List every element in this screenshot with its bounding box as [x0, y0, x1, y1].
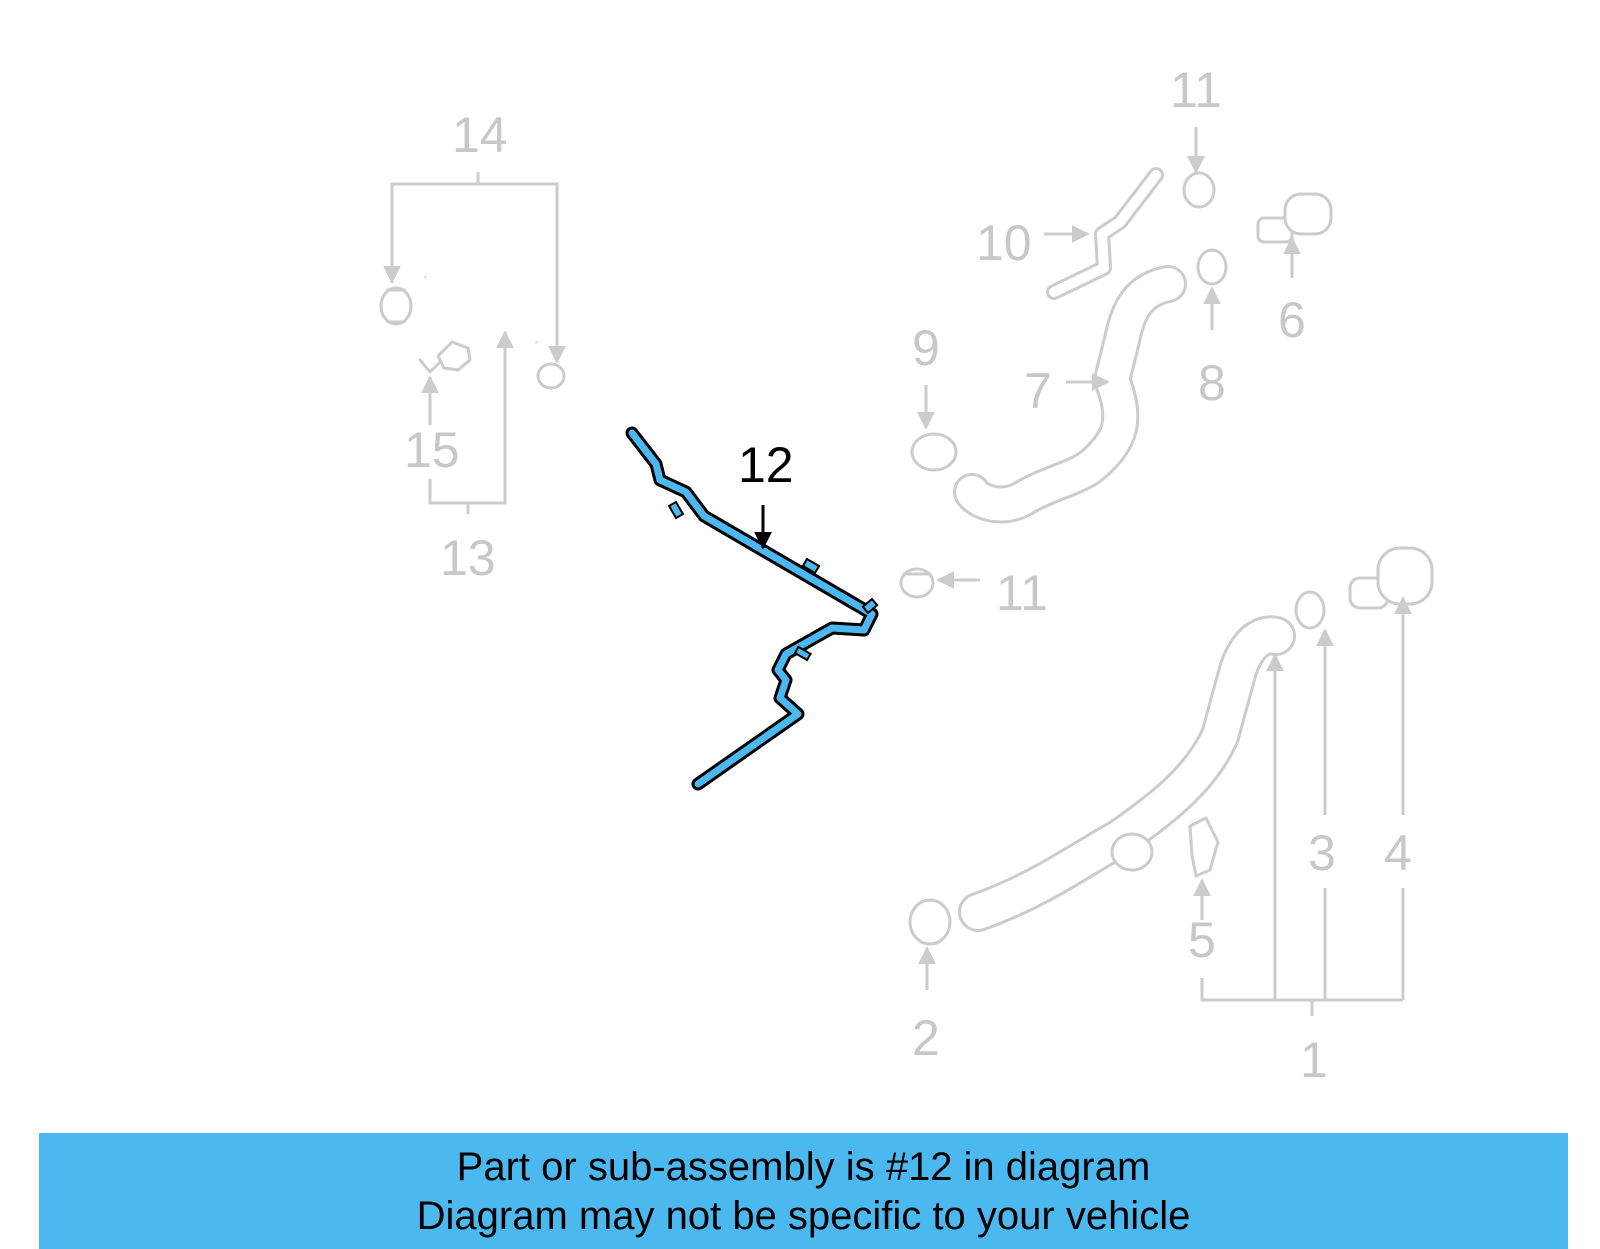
callout-10[interactable]: 10 — [976, 215, 1032, 271]
banner-line-2: Diagram may not be specific to your vehi… — [416, 1194, 1191, 1238]
callout-3[interactable]: 3 — [1308, 825, 1336, 881]
group-1-5: 2 5 3 4 1 — [908, 546, 1434, 1088]
clamp-icon — [1182, 171, 1216, 209]
group-6-11: 11 10 6 8 7 9 — [910, 62, 1333, 524]
hose-10 — [1049, 170, 1161, 297]
hose-7 — [956, 268, 1184, 521]
callout-13[interactable]: 13 — [440, 530, 496, 586]
callout-15[interactable]: 15 — [404, 422, 460, 478]
callout-11-lower[interactable]: 11 — [996, 565, 1048, 621]
banner-line-1: Part or sub-assembly is #12 in diagram — [456, 1145, 1151, 1189]
callout-1[interactable]: 1 — [1300, 1032, 1328, 1088]
clamp-icon — [536, 362, 566, 390]
callout-12[interactable]: 12 — [738, 437, 794, 493]
callout-4[interactable]: 4 — [1384, 825, 1412, 881]
clamp-icon — [899, 567, 935, 599]
part-12-highlight — [628, 429, 876, 788]
callout-6[interactable]: 6 — [1278, 292, 1306, 348]
fitting-icon — [418, 340, 472, 374]
callout-7[interactable]: 7 — [1024, 363, 1052, 419]
fitting-icon — [1256, 192, 1333, 244]
clamp-icon — [910, 432, 958, 472]
clamp-icon — [1196, 248, 1228, 286]
callout-14[interactable]: 14 — [452, 107, 508, 163]
callout-5[interactable]: 5 — [1188, 912, 1216, 968]
callout-2[interactable]: 2 — [912, 1010, 940, 1066]
clamp-icon — [1294, 590, 1326, 630]
part-12-pipe[interactable] — [625, 426, 879, 791]
clamp-icon — [1110, 832, 1154, 872]
bracket-1 — [1200, 978, 1403, 1002]
clamp-icon — [1188, 816, 1220, 878]
callout-11-upper[interactable]: 11 — [1170, 62, 1222, 118]
group-13-14-15: 14 15 13 — [379, 107, 566, 586]
bracket-14 — [390, 182, 559, 358]
info-banner: Part or sub-assembly is #12 in diagram D… — [39, 1133, 1568, 1249]
callout-9[interactable]: 9 — [912, 320, 940, 376]
fitting-icon — [1348, 546, 1434, 610]
hose-main — [961, 618, 1293, 929]
clamp-icon — [908, 898, 952, 946]
callout-8[interactable]: 8 — [1198, 355, 1226, 411]
clamp-icon — [379, 286, 413, 326]
